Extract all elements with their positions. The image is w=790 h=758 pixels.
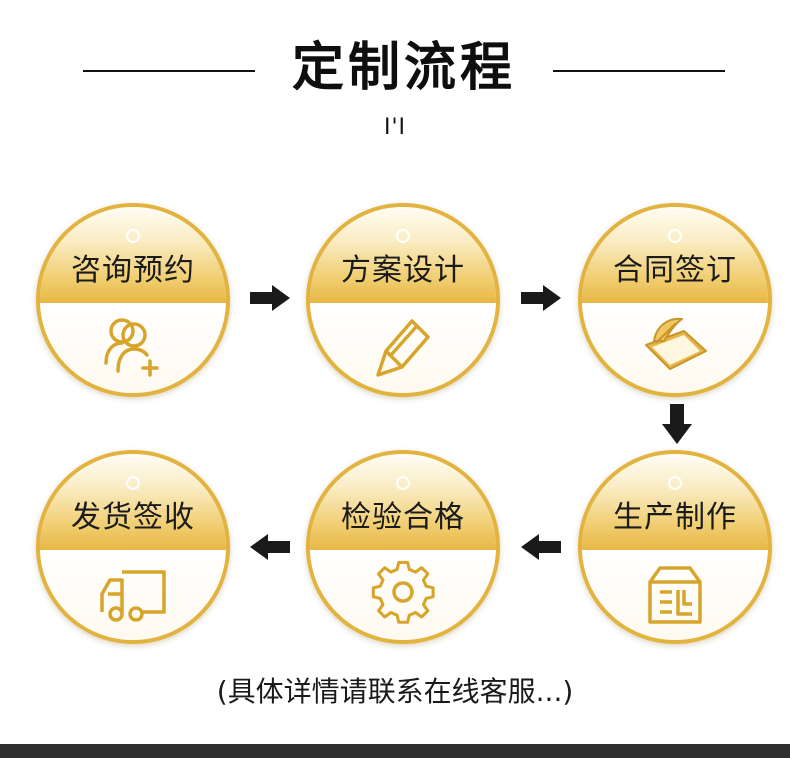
step-top	[40, 454, 226, 550]
tag-hole	[396, 229, 410, 243]
step-badge: 咨询预约	[40, 207, 226, 393]
arrow-left-icon	[250, 534, 290, 560]
step-top	[40, 207, 226, 303]
page-header: 定制流程 I'I	[0, 0, 790, 160]
footer-bar	[0, 744, 790, 758]
step-inspection: 检验合格	[306, 450, 500, 644]
step-label: 方案设计	[341, 253, 465, 288]
contract-feather-icon	[645, 317, 707, 370]
pencil-icon	[376, 319, 430, 377]
step-bottom	[310, 303, 496, 393]
step-consult: 咨询预约	[36, 203, 230, 397]
step-label: 发货签收	[71, 500, 195, 535]
step-label: 合同签订	[613, 253, 737, 288]
tag-hole	[126, 476, 140, 490]
page-subtitle: I'I	[383, 115, 407, 140]
page-title: 定制流程	[291, 38, 516, 98]
step-top	[582, 454, 768, 550]
step-badge: 发货签收	[40, 454, 226, 640]
truck-icon	[100, 570, 166, 622]
step-production: 生产制作	[578, 450, 772, 644]
step-top	[310, 454, 496, 550]
title-divider-left	[83, 70, 255, 72]
step-bottom	[310, 550, 496, 640]
step-top	[310, 207, 496, 303]
contact-note: (具体详情请联系在线客服...)	[216, 675, 574, 708]
step-contract: 合同签订	[578, 203, 772, 397]
step-bottom	[582, 550, 768, 640]
step-design: 方案设计	[306, 203, 500, 397]
box-icon	[648, 566, 702, 624]
step-badge: 生产制作	[582, 454, 768, 640]
user-add-icon	[104, 318, 159, 377]
step-top	[582, 207, 768, 303]
step-badge: 方案设计	[310, 207, 496, 393]
step-label: 生产制作	[613, 500, 737, 535]
tag-hole	[668, 476, 682, 490]
step-bottom	[40, 550, 226, 640]
step-label: 咨询预约	[71, 253, 195, 288]
step-badge: 检验合格	[310, 454, 496, 640]
arrow-right-icon	[250, 285, 290, 311]
tag-hole	[396, 476, 410, 490]
title-divider-right	[553, 70, 725, 72]
gear-icon	[371, 560, 435, 624]
arrow-right-icon	[521, 285, 561, 311]
arrow-left-icon	[521, 534, 561, 560]
tag-hole	[126, 229, 140, 243]
arrow-down-icon	[662, 404, 692, 444]
step-badge: 合同签订	[582, 207, 768, 393]
step-delivery: 发货签收	[36, 450, 230, 644]
step-label: 检验合格	[341, 500, 465, 535]
tag-hole	[668, 229, 682, 243]
